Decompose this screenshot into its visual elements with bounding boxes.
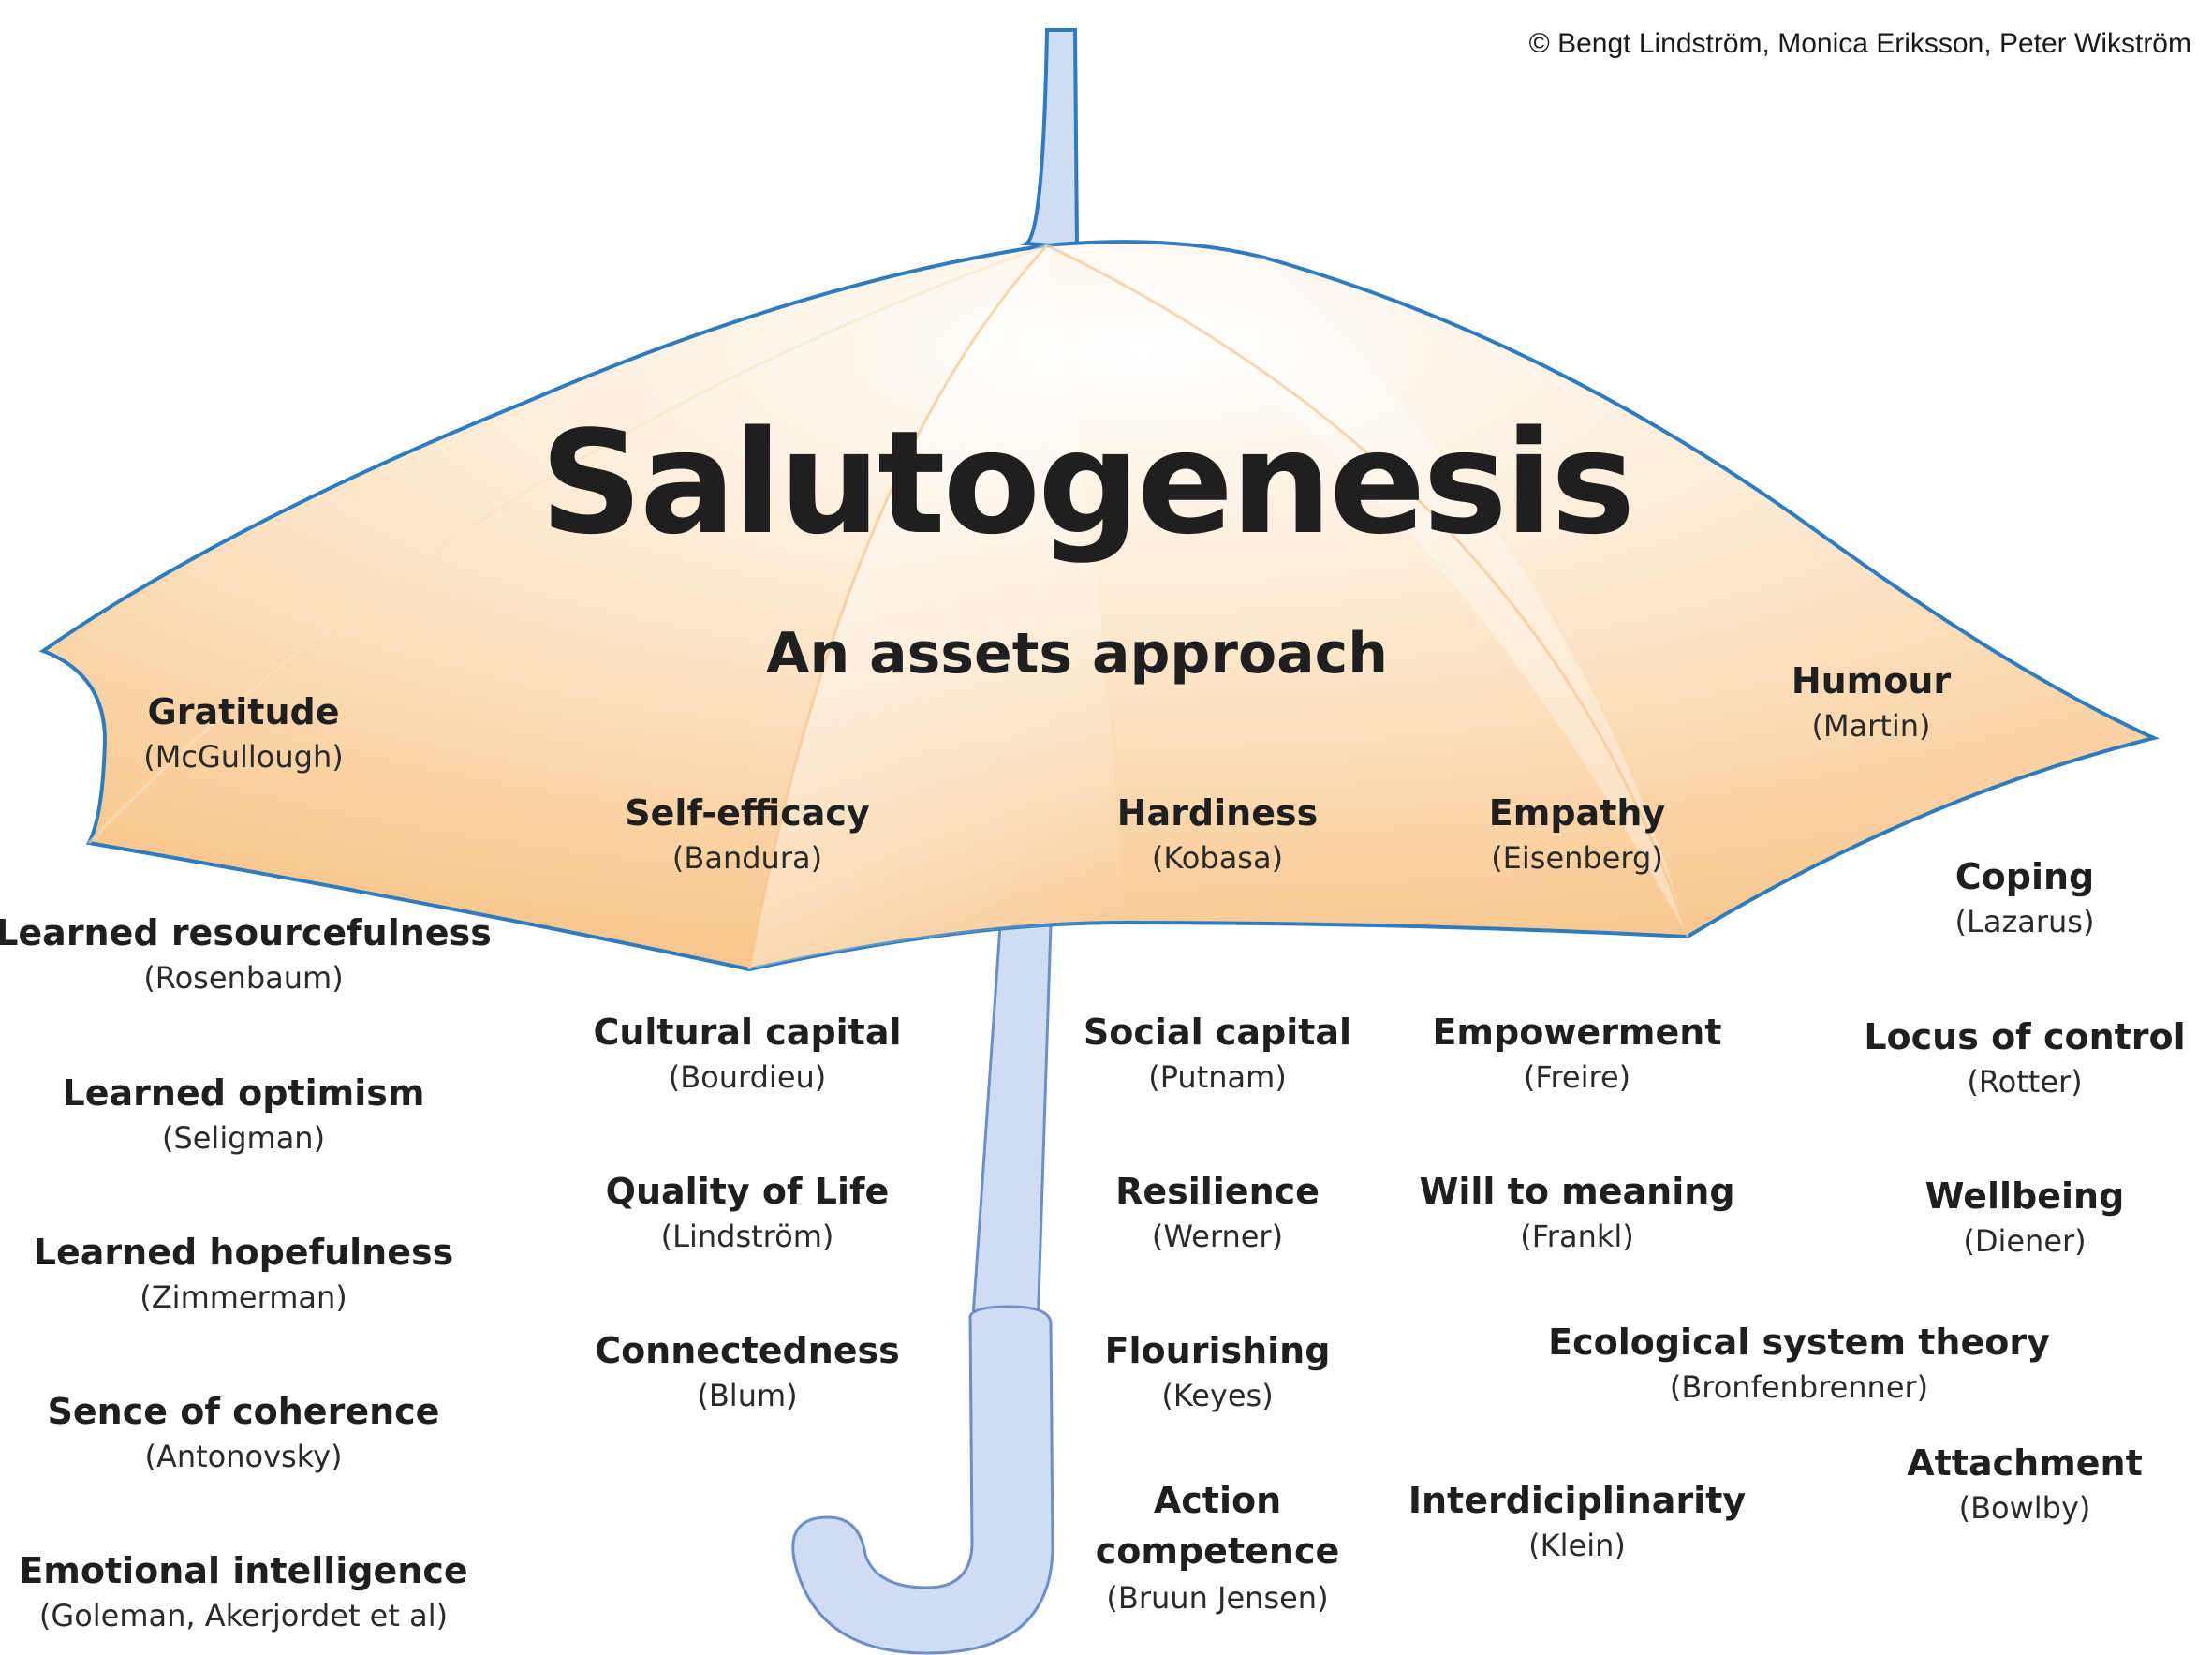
concept-flourishing: Flourishing (Keyes) xyxy=(955,1327,1480,1417)
concept-name: Cultural capital xyxy=(593,1012,902,1053)
concept-name: Flourishing xyxy=(1104,1330,1331,1371)
concept-coping: Coping (Lazarus) xyxy=(1762,853,2212,943)
concept-cultural-capital: Cultural capital (Bourdieu) xyxy=(485,1009,1010,1099)
concept-name: Action competence xyxy=(1095,1480,1340,1572)
concept-name: Attachment xyxy=(1907,1442,2143,1484)
concept-name: Humour xyxy=(1791,660,1952,702)
concept-author: (Bruun Jensen) xyxy=(1106,1580,1329,1616)
concept-name: Wellbeing xyxy=(1924,1175,2125,1217)
concept-quality-of-life: Quality of Life (Lindström) xyxy=(485,1168,1010,1258)
concept-name: Gratitude xyxy=(147,691,340,732)
concept-action-competence: Action competence (Bruun Jensen) xyxy=(955,1475,1480,1619)
concept-author: (Frankl) xyxy=(1520,1219,1634,1254)
canopy-rib xyxy=(1046,244,1689,938)
concept-author: (Blum) xyxy=(697,1378,798,1413)
concept-name: Learned optimism xyxy=(62,1072,425,1114)
copyright-notice: © Bengt Lindström, Monica Eriksson, Pete… xyxy=(1528,28,2191,59)
concept-author: (Bourdieu) xyxy=(668,1059,827,1095)
concept-author: (Rotter) xyxy=(1967,1064,2083,1100)
concept-social-capital: Social capital (Putnam) xyxy=(955,1009,1480,1099)
concept-author: (Goleman, Akerjordet et al) xyxy=(38,1598,449,1633)
umbrella-handle-hook xyxy=(791,1305,1054,1655)
umbrella-shaft xyxy=(970,924,1053,1332)
concept-author: (Rosenbaum) xyxy=(143,960,344,996)
canopy-panel-highlight xyxy=(1047,245,1688,937)
concept-author: (Bowlby) xyxy=(1958,1490,2091,1526)
diagram-subtitle: An assets approach xyxy=(766,621,1388,687)
concept-attachment: Attachment (Bowlby) xyxy=(1762,1440,2212,1529)
concept-author: (Keyes) xyxy=(1161,1378,1274,1413)
concept-name: Quality of Life xyxy=(605,1171,890,1212)
concept-author: (Lindström) xyxy=(660,1219,834,1254)
concept-name: Hardiness xyxy=(1116,792,1319,834)
concept-author: (Antonovsky) xyxy=(144,1439,343,1474)
concept-author: (Putnam) xyxy=(1148,1059,1287,1095)
concept-interdiciplinarity: Interdiciplinarity (Klein) xyxy=(1315,1477,1839,1567)
concept-wellbeing: Wellbeing (Diener) xyxy=(1762,1173,2212,1263)
concept-name: Will to meaning xyxy=(1419,1171,1735,1212)
concept-hardiness: Hardiness (Kobasa) xyxy=(955,790,1480,879)
umbrella-tip xyxy=(1020,28,1080,250)
concept-name: Empowerment xyxy=(1432,1012,1722,1053)
concept-name: Locus of control xyxy=(1864,1016,2186,1057)
diagram-title: Salutogenesis xyxy=(539,400,1636,566)
concept-connectedness: Connectedness (Blum) xyxy=(485,1327,1010,1417)
canopy-panel-highlight xyxy=(749,245,1124,969)
concept-emotional-intelligence: Emotional intelligence (Goleman, Akerjor… xyxy=(0,1547,506,1637)
concept-resilience: Resilience (Werner) xyxy=(955,1168,1480,1258)
concept-locus-of-control: Locus of control (Rotter) xyxy=(1762,1013,2212,1103)
concept-self-efficacy: Self-efficacy (Bandura) xyxy=(485,790,1010,879)
concept-author: (Kobasa) xyxy=(1151,840,1284,876)
concept-humour: Humour (Martin) xyxy=(1609,658,2133,747)
concept-learned-hopefulness: Learned hopefulness (Zimmerman) xyxy=(0,1229,506,1319)
concept-will-to-meaning: Will to meaning (Frankl) xyxy=(1315,1168,1839,1258)
canopy-rib xyxy=(87,244,1048,845)
concept-gratitude: Gratitude (McGullough) xyxy=(0,688,506,778)
concept-ecological-system-theory: Ecological system theory (Bronfenbrenner… xyxy=(1537,1319,2061,1409)
concept-name: Interdiciplinarity xyxy=(1408,1480,1747,1521)
concept-empathy: Empathy (Eisenberg) xyxy=(1315,790,1839,879)
concept-author: (Diener) xyxy=(1963,1223,2087,1259)
concept-author: (Bandura) xyxy=(671,840,823,876)
concept-name: Self-efficacy xyxy=(625,792,870,834)
concept-author: (Bronfenbrenner) xyxy=(1669,1369,1929,1405)
concept-learned-optimism: Learned optimism (Seligman) xyxy=(0,1070,506,1160)
concept-author: (Werner) xyxy=(1151,1219,1284,1254)
concept-author: (Zimmerman) xyxy=(140,1279,347,1315)
concept-name: Empathy xyxy=(1488,792,1666,834)
concept-name: Social capital xyxy=(1083,1012,1352,1053)
canopy-rib xyxy=(747,244,1049,970)
concept-author: (Martin) xyxy=(1811,708,1931,744)
concept-author: (McGullough) xyxy=(143,739,344,775)
concept-author: (Klein) xyxy=(1528,1528,1626,1563)
concept-name: Learned hopefulness xyxy=(33,1232,454,1273)
concept-author: (Freire) xyxy=(1523,1059,1631,1095)
concept-author: (Lazarus) xyxy=(1954,904,2095,939)
concept-sence-of-coherence: Sence of coherence (Antonovsky) xyxy=(0,1388,506,1478)
concept-name: Resilience xyxy=(1115,1171,1320,1212)
concept-name: Connectedness xyxy=(595,1330,900,1371)
concept-name: Learned resourcefulness xyxy=(0,912,492,953)
concept-name: Emotional intelligence xyxy=(19,1550,468,1591)
concept-name: Ecological system theory xyxy=(1548,1322,2050,1363)
concept-name: Sence of coherence xyxy=(47,1391,440,1432)
concept-author: (Seligman) xyxy=(161,1120,326,1156)
concept-author: (Eisenberg) xyxy=(1491,840,1663,876)
concept-empowerment: Empowerment (Freire) xyxy=(1315,1009,1839,1099)
concept-learned-resourcefulness: Learned resourcefulness (Rosenbaum) xyxy=(0,909,506,999)
concept-name: Coping xyxy=(1954,856,2095,897)
